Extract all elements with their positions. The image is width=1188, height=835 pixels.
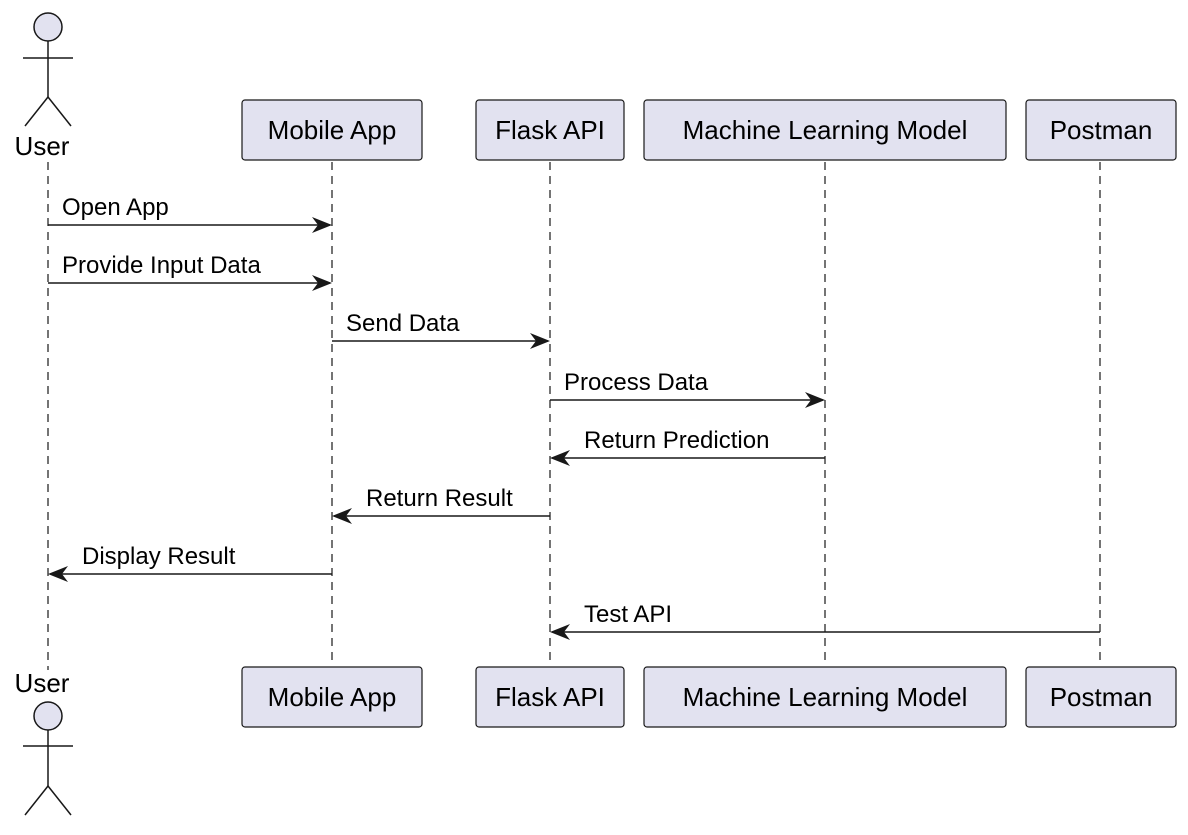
actor-label-bottom: User [15,668,70,698]
stick-figure-icon [23,12,73,127]
message-display-result: Display Result [48,543,332,582]
message-return-result: Return Result [332,485,550,524]
participant-label: Postman [1050,682,1153,712]
message-label: Return Result [366,485,513,512]
participant-ml-model: Machine Learning Model [643,99,1007,161]
message-provide-input-data: Provide Input Data [48,252,332,291]
message-label: Test API [584,601,672,628]
actor-user-bottom: User [15,668,73,816]
participants-bottom: Mobile App Flask API Machine Learning Mo… [241,666,1177,728]
participant-label: Machine Learning Model [683,115,968,145]
participant-label: Mobile App [268,682,397,712]
message-label: Open App [62,194,169,221]
participant-flask-api: Flask API [475,99,625,161]
participant-mobile-app: Mobile App [241,99,423,161]
message-label: Send Data [346,310,460,337]
message-label: Provide Input Data [62,252,261,279]
message-label: Process Data [564,369,709,396]
participant-mobile-app: Mobile App [241,666,423,728]
participant-label: Machine Learning Model [683,682,968,712]
messages: Open App Provide Input Data Send Data Pr… [48,194,1100,640]
lifelines [47,162,1101,670]
actor-user-top: User [15,12,73,161]
participant-label: Flask API [495,682,605,712]
participant-postman: Postman [1025,666,1177,728]
message-label: Return Prediction [584,427,769,454]
participant-flask-api: Flask API [475,666,625,728]
message-return-prediction: Return Prediction [550,427,825,466]
message-process-data: Process Data [550,369,825,408]
message-send-data: Send Data [332,310,550,349]
stick-figure-icon [23,701,73,816]
participants-top: Mobile App Flask API Machine Learning Mo… [241,99,1177,161]
participant-label: Flask API [495,115,605,145]
participant-ml-model: Machine Learning Model [643,666,1007,728]
participant-label: Postman [1050,115,1153,145]
message-test-api: Test API [550,601,1100,640]
participant-postman: Postman [1025,99,1177,161]
participant-label: Mobile App [268,115,397,145]
actor-label-top: User [15,131,70,161]
message-open-app: Open App [48,194,332,233]
message-label: Display Result [82,543,236,570]
